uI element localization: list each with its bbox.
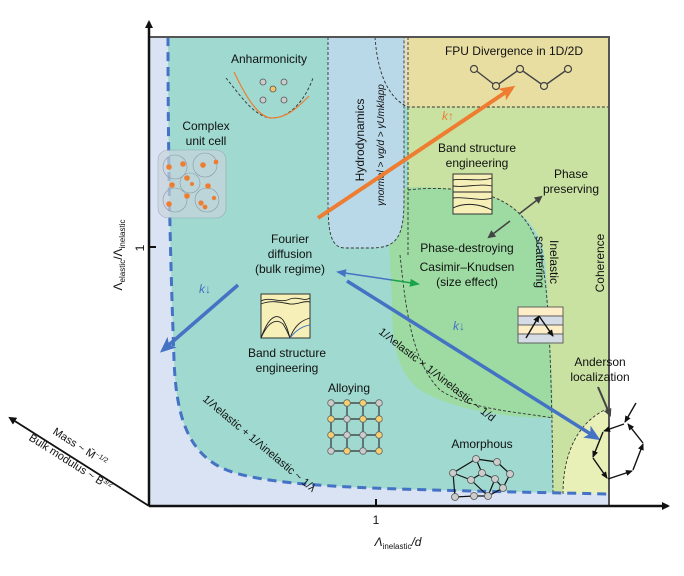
- label-phase-destroying: Phase-destroying: [420, 241, 513, 255]
- boundary-hydro: [327, 37, 405, 249]
- lattice-atom: [375, 415, 383, 423]
- label-hydrodynamics: Hydrodynamics: [353, 99, 367, 182]
- lattice-atom: [327, 431, 335, 439]
- lattice-atom: [327, 399, 335, 407]
- x-tick-label: 1: [373, 513, 380, 527]
- bottom-strip: [222, 491, 609, 506]
- localization-loop-icon: [592, 402, 644, 480]
- lattice-atom: [359, 415, 367, 423]
- lattice-atom: [375, 447, 383, 455]
- lattice-atom: [359, 399, 367, 407]
- lattice-atom: [327, 415, 335, 423]
- arrow-phase-preserving: [518, 195, 543, 215]
- arrow-k-decrease-left: [159, 283, 240, 353]
- label-k-up: k↑: [442, 109, 454, 123]
- lattice-atom: [343, 415, 351, 423]
- lattice-atom: [343, 447, 351, 455]
- band-structure-right-icon: [452, 173, 493, 215]
- lattice-atom: [375, 399, 383, 407]
- y-axis-label: Λelastic/Λinelastic: [111, 220, 127, 291]
- diag-axis: [8, 416, 150, 507]
- boundary-anderson: [562, 407, 610, 495]
- crystal-structure-icon: [157, 149, 227, 219]
- lattice-atom: [327, 447, 335, 455]
- label-alloying: Alloying: [328, 381, 370, 395]
- region-fpu: [375, 37, 609, 107]
- arrow-anderson-pointer: [597, 386, 612, 417]
- label-k-down-left: k↓: [199, 282, 211, 296]
- lattice-atom: [375, 431, 383, 439]
- lattice-atom: [359, 431, 367, 439]
- label-amorphous: Amorphous: [451, 437, 512, 451]
- region-casimir: [388, 187, 553, 418]
- interference-layers-icon: [517, 306, 564, 344]
- lattice-atom: [343, 399, 351, 407]
- label-fpu: FPU Divergence in 1D/2D: [445, 44, 583, 58]
- fpu-chain-icon: [469, 64, 573, 91]
- y-tick-label: 1: [133, 244, 147, 251]
- label-inelastic-scattering: Inelasticscattering: [533, 236, 561, 288]
- arrow-k-decrease-right: [346, 279, 601, 441]
- alloy-lattice-icon: [327, 399, 383, 455]
- label-casimir: Casimir–Knudsen(size effect): [420, 260, 515, 289]
- arrow-k-increase: [316, 85, 516, 220]
- label-k-down-right: k↓: [453, 319, 465, 333]
- label-hydro-condition: γnormal > vg/d > γUmklapp: [376, 84, 387, 206]
- arrow-phase-destroying: [487, 220, 511, 239]
- amorphous-network-icon: [449, 455, 514, 501]
- lattice-atom: [359, 447, 367, 455]
- region-hydrodynamics: [328, 37, 404, 248]
- boundary-d-curve: [399, 254, 554, 419]
- arrow-fourier-casimir-blue: [336, 269, 393, 281]
- x-axis-label: Λinelastic/d: [374, 535, 422, 551]
- plot-frame: [149, 36, 610, 506]
- label-anharmonicity: Anharmonicity: [231, 52, 307, 66]
- lattice-atom: [343, 431, 351, 439]
- label-coherence: Coherence: [593, 233, 607, 292]
- anharmonic-potential-icon: [225, 71, 314, 119]
- arrow-fourier-casimir-green: [391, 278, 420, 287]
- region-coherence: [408, 37, 609, 494]
- band-structure-left-icon: [260, 293, 311, 339]
- boundary-fpu: [374, 36, 609, 108]
